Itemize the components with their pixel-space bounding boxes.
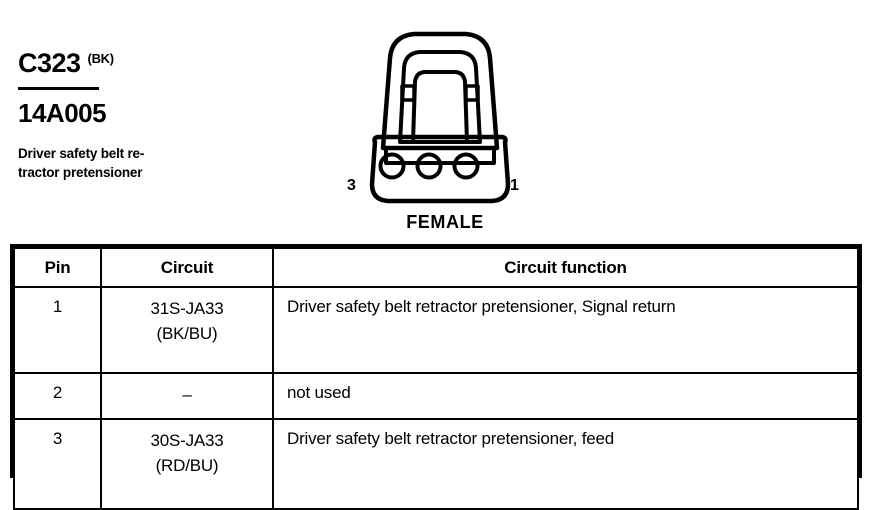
id-divider-rule bbox=[18, 87, 99, 90]
connector-outer-shell bbox=[380, 31, 500, 151]
connector-latch-block bbox=[411, 70, 469, 144]
cell-circuit: 30S-JA33 (RD/BU) bbox=[100, 418, 274, 510]
connector-description: Driver safety belt re- tractor pretensio… bbox=[18, 144, 183, 182]
connector-id-row: C323 (BK) bbox=[18, 50, 228, 77]
terminal-cavity-2 bbox=[415, 152, 443, 180]
table-header-row: Pin Circuit Circuit function bbox=[13, 247, 859, 288]
circuit-code: – bbox=[182, 385, 192, 404]
cell-circuit: – bbox=[100, 372, 274, 420]
pin-table-body: 1 31S-JA33 (BK/BU) Driver safety belt re… bbox=[13, 286, 859, 510]
connector-description-line-1: Driver safety belt re- bbox=[18, 146, 145, 161]
connector-front-housing bbox=[369, 134, 511, 204]
circuit-color: (RD/BU) bbox=[155, 455, 219, 475]
connector-pinout-page: C323 (BK) 14A005 Driver safety belt re- … bbox=[10, 20, 862, 510]
latch-tab-right bbox=[464, 84, 480, 102]
column-header-circuit-function: Circuit function bbox=[272, 247, 859, 288]
terminal-cavity-3 bbox=[378, 152, 406, 180]
cell-pin: 2 bbox=[13, 372, 102, 420]
connector-id: C323 bbox=[18, 48, 81, 78]
part-number: 14A005 bbox=[18, 98, 107, 128]
cell-circuit-function: Driver safety belt retractor pretensione… bbox=[272, 418, 859, 510]
table-row: 3 30S-JA33 (RD/BU) Driver safety belt re… bbox=[13, 418, 859, 510]
pin-reference-left: 3 bbox=[347, 177, 356, 194]
pin-table-header: Pin Circuit Circuit function bbox=[13, 247, 859, 288]
cell-circuit-function: Driver safety belt retractor pretensione… bbox=[272, 286, 859, 374]
circuit-code: 31S-JA33 bbox=[150, 299, 224, 318]
table-row: 1 31S-JA33 (BK/BU) Driver safety belt re… bbox=[13, 286, 859, 374]
connector-color-code: (BK) bbox=[87, 51, 115, 66]
connector-description-line-2: tractor pretensioner bbox=[18, 165, 143, 181]
cell-circuit-function: not used bbox=[272, 372, 859, 420]
column-header-circuit: Circuit bbox=[100, 247, 274, 288]
table-row: 2 – not used bbox=[13, 372, 859, 420]
connector-identification-block: C323 (BK) 14A005 Driver safety belt re- … bbox=[18, 50, 228, 182]
cell-pin: 1 bbox=[13, 286, 102, 374]
connector-inner-shell bbox=[398, 50, 482, 144]
connector-gender-label: FEMALE bbox=[406, 212, 484, 232]
pin-reference-right: 1 bbox=[510, 177, 519, 194]
connector-face-diagram bbox=[369, 31, 511, 204]
cell-circuit: 31S-JA33 (BK/BU) bbox=[100, 286, 274, 374]
pin-table-grid: Pin Circuit Circuit function 1 31S-JA33 … bbox=[13, 247, 859, 510]
circuit-code: 30S-JA33 bbox=[150, 431, 224, 450]
terminal-cavity-1 bbox=[452, 152, 480, 180]
connector-illustration: 3 1 FEMALE bbox=[330, 20, 560, 235]
latch-tab-left bbox=[400, 84, 416, 102]
cell-pin: 3 bbox=[13, 418, 102, 510]
pin-table: Pin Circuit Circuit function 1 31S-JA33 … bbox=[10, 244, 862, 510]
circuit-color: (BK/BU) bbox=[156, 323, 218, 343]
column-header-pin: Pin bbox=[13, 247, 102, 288]
